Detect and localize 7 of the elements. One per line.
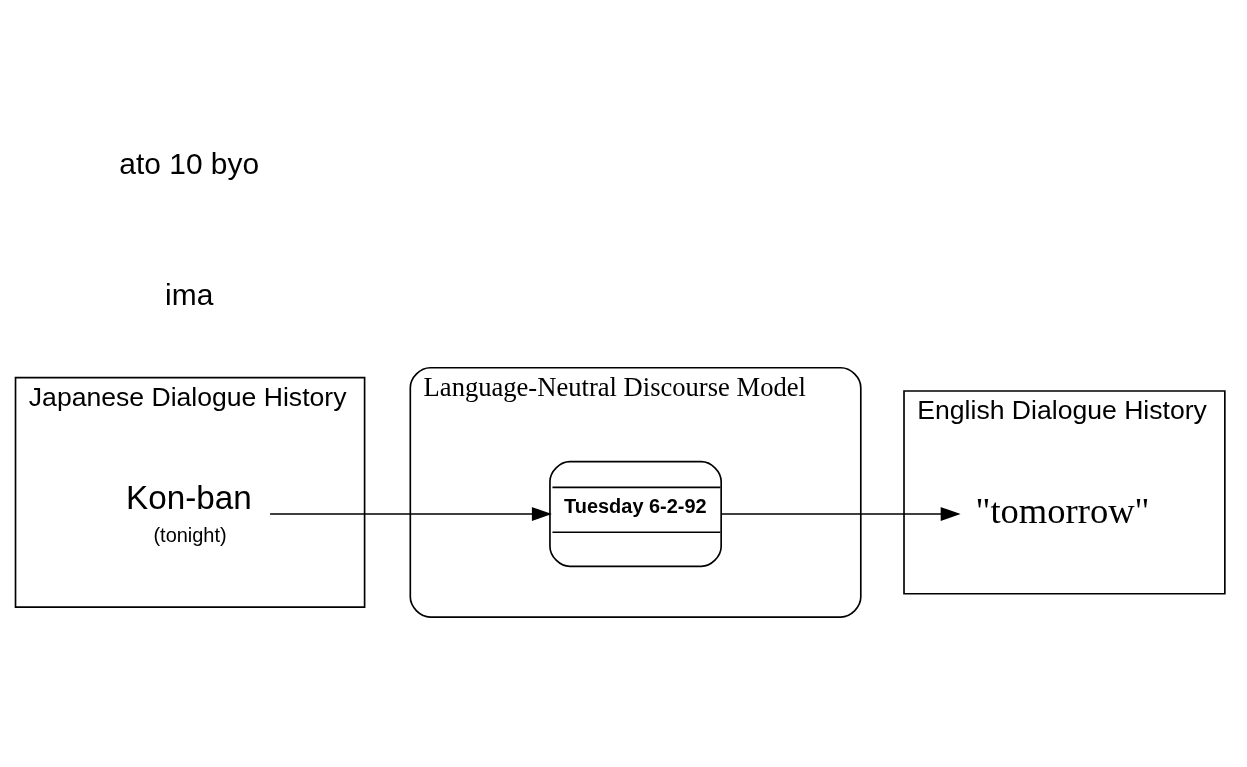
node-text: "tomorrow" bbox=[975, 490, 1150, 532]
node-text: Kon-ban bbox=[126, 479, 252, 516]
label: ato 10 byo bbox=[119, 146, 260, 180]
arrow bbox=[720, 507, 961, 521]
arrow bbox=[269, 507, 552, 521]
node-label: (tonight) bbox=[153, 523, 227, 546]
label: ima bbox=[165, 278, 214, 312]
